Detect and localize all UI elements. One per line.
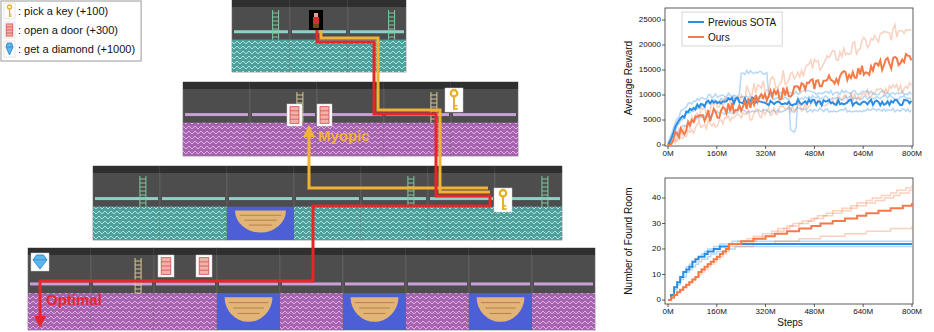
tick-label: 640M xyxy=(853,308,873,317)
room xyxy=(91,248,154,330)
tick-label: 800M xyxy=(902,150,922,159)
room xyxy=(343,248,406,330)
room xyxy=(250,82,317,156)
rooms-curve xyxy=(668,190,912,300)
tick-label: 0M xyxy=(662,308,673,317)
tick-label: 0M xyxy=(662,150,673,159)
tick-label: 160M xyxy=(707,150,727,159)
room xyxy=(227,166,294,240)
tick-label: 480M xyxy=(804,308,824,317)
reward-curve xyxy=(668,71,911,145)
tick-label: 800M xyxy=(902,308,922,317)
optimal-path xyxy=(40,28,490,322)
axis-title: Steps xyxy=(777,317,803,328)
reward-curve xyxy=(668,83,911,145)
tick-label: 160M xyxy=(707,308,727,317)
plot-frame xyxy=(665,178,913,304)
room xyxy=(28,248,91,330)
room xyxy=(93,166,160,240)
door-icon xyxy=(287,104,302,126)
legend-line xyxy=(688,36,704,38)
tick-label: 10000 xyxy=(639,91,661,100)
room xyxy=(361,166,428,240)
room xyxy=(160,166,227,240)
tick-label: 480M xyxy=(804,150,824,159)
tick-label: 5000 xyxy=(643,116,661,125)
tick-label: 20 xyxy=(652,245,661,254)
legend-line xyxy=(688,21,704,23)
tick-label: 30 xyxy=(652,219,661,228)
axis-title: Number of Found Room xyxy=(623,187,634,294)
tick-label: 15000 xyxy=(639,66,661,75)
diamond-icon xyxy=(4,41,15,57)
key-icon xyxy=(4,3,15,19)
room xyxy=(406,248,469,330)
legend-marks xyxy=(1,1,782,61)
door-icon xyxy=(158,255,174,277)
legend-text: : get a diamond (+1000) xyxy=(18,43,135,55)
door-icon xyxy=(196,255,212,277)
tick-label: 640M xyxy=(853,150,873,159)
path-label: Optimal xyxy=(46,292,102,309)
room xyxy=(290,0,348,72)
room xyxy=(469,248,532,330)
legend-box xyxy=(682,12,782,46)
rooms-curve xyxy=(668,185,912,300)
legend-text: Ours xyxy=(708,32,730,43)
key-icon xyxy=(494,188,512,212)
legend-text: Previous SOTA xyxy=(708,17,776,28)
room xyxy=(217,248,280,330)
reward-curve xyxy=(668,54,911,145)
room xyxy=(154,248,217,330)
rooms-curve xyxy=(668,226,912,300)
legend-box xyxy=(1,1,141,61)
door-icon xyxy=(4,22,15,38)
tick-label: 20000 xyxy=(639,41,661,50)
plot-frame xyxy=(665,8,913,146)
room xyxy=(495,166,562,240)
tick-label: 0 xyxy=(657,296,661,305)
agent-icon xyxy=(309,10,323,30)
tick-label: 320M xyxy=(756,308,776,317)
tick-label: 10 xyxy=(652,270,661,279)
myopic-path xyxy=(321,28,490,192)
tick-label: 0 xyxy=(657,141,661,150)
tick-label: 25000 xyxy=(639,16,661,25)
charts xyxy=(662,8,913,307)
key-icon xyxy=(445,88,463,112)
tick-label: 320M xyxy=(756,150,776,159)
door-icon xyxy=(317,104,332,126)
room xyxy=(232,0,290,72)
room xyxy=(294,166,361,240)
agent-paths xyxy=(40,28,490,322)
room xyxy=(428,166,495,240)
path-label: Myopic xyxy=(318,128,370,145)
rooms-curve xyxy=(668,244,912,300)
tick-label: 40 xyxy=(652,194,661,203)
room xyxy=(183,82,250,156)
legend-text: : pick a key (+100) xyxy=(18,5,108,17)
axis-title: Average Reward xyxy=(623,41,634,115)
rooms-curve xyxy=(668,203,912,300)
diamond-icon xyxy=(31,253,49,271)
legend-text: : open a door (+300) xyxy=(18,24,118,36)
room xyxy=(532,248,595,330)
